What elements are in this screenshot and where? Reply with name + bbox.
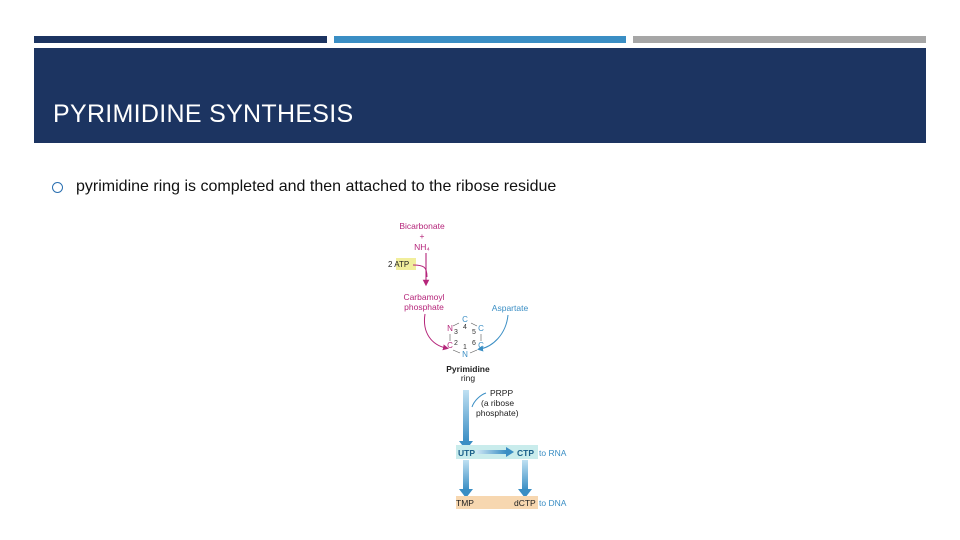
atp-label: 2 ATP [388, 260, 409, 269]
svg-text:3: 3 [454, 329, 458, 336]
carbamoyl-label: Carbamoyl [403, 292, 444, 302]
to-dna-label: to DNA [539, 498, 567, 508]
aspartate-to-ring-arrow [477, 314, 509, 352]
ring-label: ring [461, 373, 475, 383]
svg-text:C: C [447, 341, 453, 350]
bullet-text: pyrimidine ring is completed and then at… [76, 178, 557, 195]
dctp-label: dCTP [514, 498, 536, 508]
prpp-desc-1: (a ribose [481, 398, 514, 408]
accent-stripe-gray [633, 36, 926, 43]
utp-to-tmp-arrow [463, 460, 469, 490]
ammonium-label: NH₄ [414, 242, 430, 252]
svg-text:5: 5 [472, 329, 476, 336]
svg-text:N: N [462, 350, 468, 359]
bullet-item: pyrimidine ring is completed and then at… [52, 178, 556, 196]
bicarbonate-label: Bicarbonate [399, 221, 445, 231]
svg-text:N: N [447, 324, 453, 333]
utp-to-ctp-arrowhead [506, 447, 514, 457]
to-rna-label: to RNA [539, 448, 567, 458]
tmp-label: TMP [456, 498, 474, 508]
prpp-desc-2: phosphate) [476, 408, 519, 418]
tmp-dctp-band [456, 496, 538, 509]
plus-label: + [420, 231, 425, 241]
hollow-circle-bullet-icon [52, 181, 63, 193]
pyrimidine-label: Pyrimidine [446, 364, 490, 374]
svg-text:6: 6 [472, 340, 476, 347]
title-bar: PYRIMIDINE SYNTHESIS [34, 48, 926, 143]
atp-arrow [412, 264, 428, 278]
svg-text:4: 4 [463, 324, 467, 331]
ctp-to-dctp-arrowhead [518, 489, 532, 498]
svg-text:C: C [462, 315, 468, 324]
utp-label: UTP [458, 448, 475, 458]
aspartate-label: Aspartate [492, 303, 529, 313]
prpp-arrow [471, 392, 487, 408]
svg-text:2: 2 [454, 340, 458, 347]
ring-to-utp-arrow [463, 390, 469, 442]
utp-to-ctp-arrow [476, 450, 506, 454]
svg-text:C: C [478, 341, 484, 350]
carbamoyl-to-ring-arrow [423, 313, 449, 351]
accent-stripe-blue [334, 36, 626, 43]
utp-to-tmp-arrowhead [459, 489, 473, 498]
svg-text:1: 1 [463, 344, 467, 351]
atp-highlight [396, 258, 416, 270]
slide-title: PYRIMIDINE SYNTHESIS [53, 100, 354, 128]
phosphate-label: phosphate [404, 302, 444, 312]
pyrimidine-synthesis-diagram: Bicarbonate + NH₄ 2 ATP Carbamoyl phosph… [388, 221, 567, 509]
pyrimidine-ring: C N C C C N 4 3 5 2 6 1 [447, 315, 484, 359]
ctp-to-dctp-arrow [522, 460, 528, 490]
ctp-label: CTP [517, 448, 534, 458]
prpp-label: PRPP [490, 388, 513, 398]
svg-text:C: C [478, 324, 484, 333]
accent-stripe-navy [34, 36, 327, 43]
